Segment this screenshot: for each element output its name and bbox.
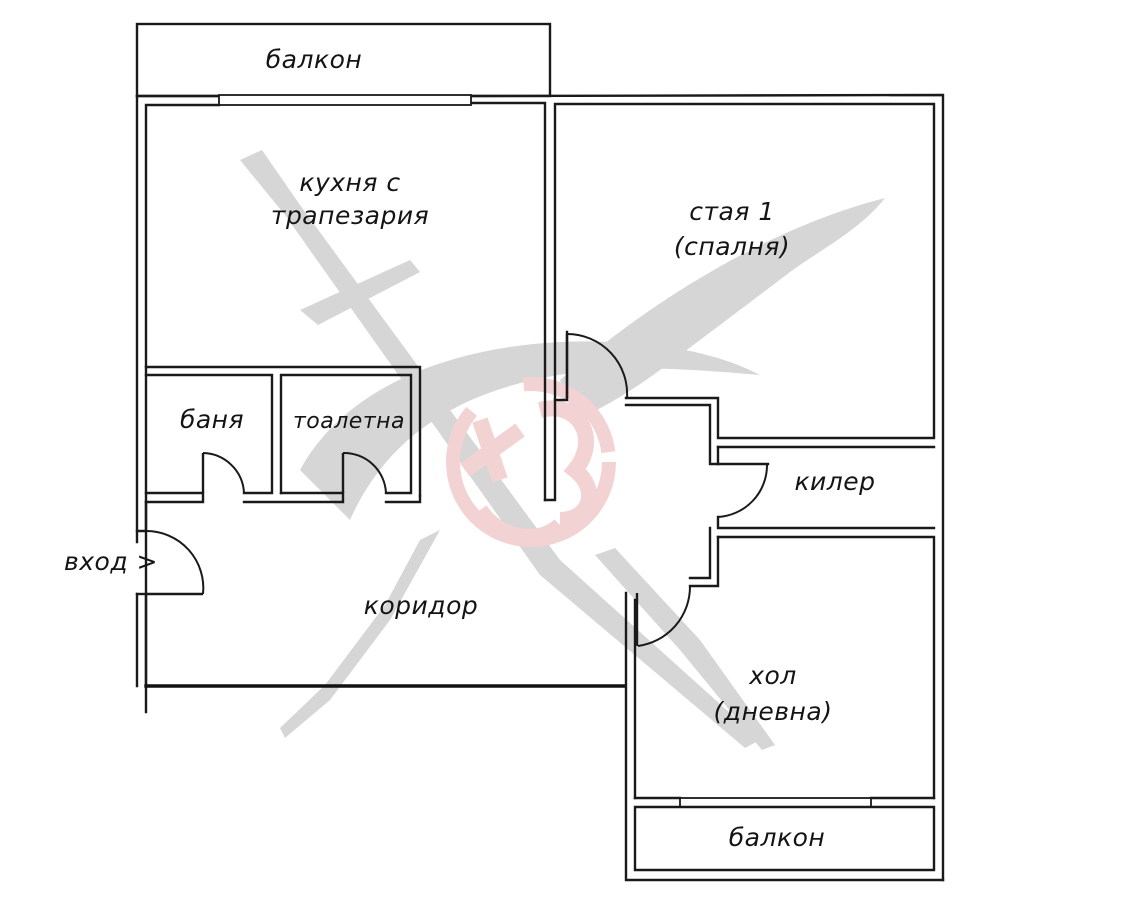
bath-bottom-wall [144, 491, 205, 504]
label-kitchen-line1: кухня с [299, 168, 400, 197]
label-living-line2: (дневна) [714, 697, 833, 726]
label-toilet: тоалетна [293, 409, 405, 434]
watermark-sword-guard-icon [300, 260, 420, 325]
watermark-quill-icon [560, 198, 885, 420]
kitchen-inner-top-right [469, 101, 547, 502]
label-balcony-top: балкон [266, 45, 362, 74]
watermark-sword-icon [240, 150, 760, 748]
bath-toilet-bottom [242, 491, 345, 504]
doors [145, 332, 769, 647]
watermark-monogram-icon [446, 377, 616, 547]
toilet-top-wall [279, 373, 413, 495]
living-room-door-icon [637, 585, 692, 647]
label-balcony-bottom: балкон [729, 823, 825, 852]
label-bedroom-line2: (спалня) [674, 232, 790, 261]
label-entrance: вход > [64, 547, 158, 576]
label-bedroom-line1: стая 1 [689, 197, 775, 226]
living-left-step-outer [688, 526, 712, 580]
storage-bottom [716, 515, 936, 530]
bath-top-wall [144, 373, 274, 495]
walls [135, 22, 945, 882]
living-left-step [688, 535, 720, 588]
label-storage: килер [794, 467, 875, 496]
window-kitchen [218, 94, 472, 106]
living-top [716, 535, 936, 800]
bedroom-inner [553, 102, 936, 440]
bedroom-bottom-outer [624, 403, 720, 466]
label-corridor: коридор [364, 591, 478, 620]
storage-outline [716, 445, 770, 466]
balcony-bottom-outline [633, 805, 936, 872]
watermark [240, 150, 885, 750]
toilet-bottom-right [384, 494, 422, 504]
kitchen-bottom-wall [144, 365, 422, 498]
label-living-line1: хол [748, 661, 797, 690]
entrance-upper-stub [135, 500, 148, 533]
window-living [679, 797, 872, 808]
watermark-quill-shaft-icon [280, 530, 440, 738]
room-labels: балкон кухня с трапезария стая 1 (спалня… [64, 45, 875, 852]
entrance-door-icon [145, 529, 205, 595]
outer-wall-top-right [469, 93, 945, 882]
label-bathroom: баня [180, 405, 244, 434]
toilet-door-icon [342, 451, 387, 494]
living-left-outer [624, 591, 945, 882]
bathroom-door-icon [202, 452, 245, 494]
bedroom-door-icon [566, 332, 629, 399]
label-kitchen-line2: трапезария [271, 201, 429, 230]
storage-door-icon [717, 464, 769, 518]
watermark-blade-lower-icon [595, 548, 775, 750]
